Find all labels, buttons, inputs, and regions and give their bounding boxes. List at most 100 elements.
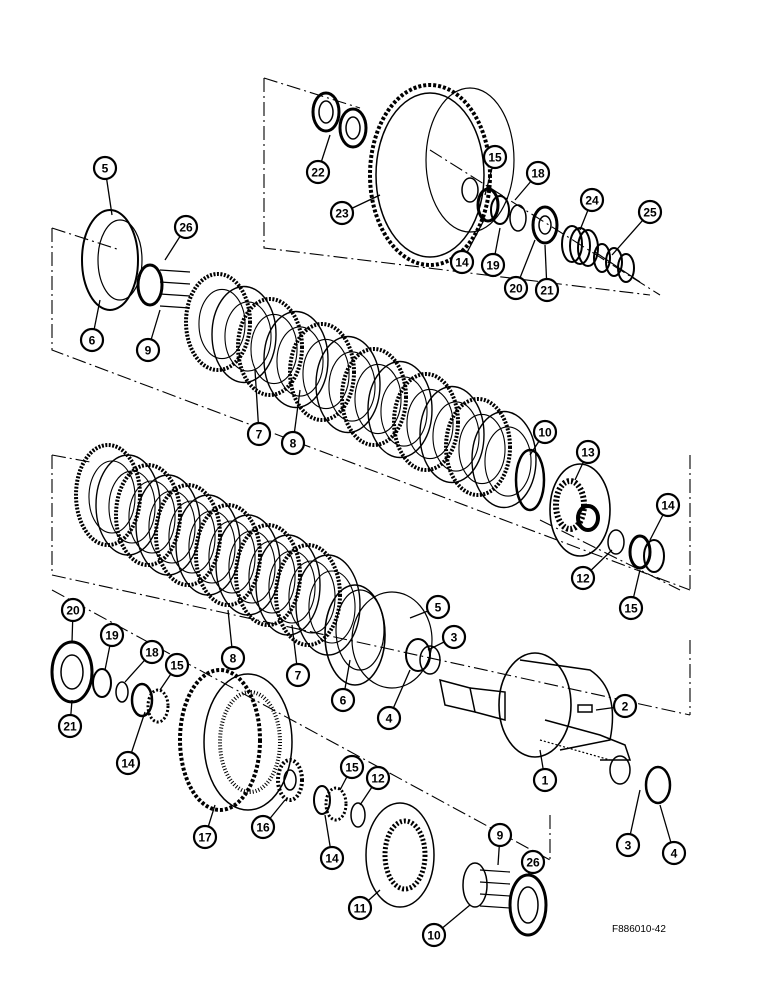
callout-15: 15 — [482, 144, 508, 170]
callout-circle — [525, 160, 551, 186]
callout-circle — [339, 754, 365, 780]
callout-circle — [285, 662, 311, 688]
callout-circle — [60, 597, 86, 623]
clutch-disc-inner — [380, 376, 428, 447]
callout-number: 18 — [145, 646, 159, 660]
callout-number: 14 — [121, 757, 135, 771]
callout-circle — [655, 492, 681, 518]
callout-circle — [305, 159, 331, 185]
callout-circle — [376, 705, 402, 731]
clutch-disc — [236, 297, 304, 397]
clutch-disc-inner — [354, 363, 402, 435]
callout-circle — [115, 750, 141, 776]
clutch-disc-inner — [148, 490, 196, 564]
callout-circle — [661, 840, 687, 866]
callout-number: 2 — [622, 700, 629, 714]
callout-circle — [532, 767, 558, 793]
callout-circle — [330, 687, 356, 713]
callout-14: 14 — [449, 249, 475, 275]
clutch-disc-inner — [268, 550, 316, 624]
callout-number: 7 — [256, 428, 263, 442]
callout-18: 18 — [139, 639, 165, 665]
callout-number: 15 — [170, 659, 184, 673]
callout-number: 9 — [497, 829, 504, 843]
callout-circle — [79, 327, 105, 353]
callout-circle — [637, 199, 663, 225]
callout-circle — [487, 822, 513, 848]
callout-number: 3 — [451, 631, 458, 645]
callout-circle — [575, 439, 601, 465]
seal-ring-stack — [561, 225, 641, 283]
callout-number: 13 — [581, 446, 595, 460]
callout-12: 12 — [570, 565, 596, 591]
callout-circle — [57, 713, 83, 739]
callout-14: 14 — [319, 845, 345, 871]
callout-23: 23 — [329, 200, 355, 226]
bearing-ring-stack-top — [476, 187, 559, 245]
callout-number: 26 — [179, 221, 193, 235]
clutch-disc — [154, 483, 222, 587]
callout-number: 25 — [643, 206, 657, 220]
clutch-disc — [392, 372, 460, 472]
callout-24: 24 — [579, 187, 605, 213]
callout-number: 18 — [531, 167, 545, 181]
callout-circle — [570, 565, 596, 591]
callout-number: 12 — [371, 772, 385, 786]
clutch-disc-inner — [276, 326, 324, 397]
callout-number: 15 — [624, 602, 638, 616]
callout-3: 3 — [441, 624, 467, 650]
callout-number: 14 — [325, 852, 339, 866]
callout-circle — [441, 624, 467, 650]
callout-number: 6 — [89, 334, 96, 348]
callout-17: 17 — [192, 824, 218, 850]
callout-number: 24 — [585, 194, 599, 208]
callout-circle — [99, 622, 125, 648]
callout-circle — [520, 849, 546, 875]
callout-number: 7 — [295, 669, 302, 683]
callout-circle — [482, 144, 508, 170]
clutch-disc — [184, 272, 252, 372]
callout-18: 18 — [525, 160, 551, 186]
sun-gear-spring-assembly — [365, 802, 548, 937]
callout-number: 14 — [661, 499, 675, 513]
callout-12: 12 — [365, 765, 391, 791]
clutch-disc — [367, 360, 433, 459]
callout-9: 9 — [135, 337, 161, 363]
clutch-disc — [419, 385, 485, 484]
callout-6: 6 — [330, 687, 356, 713]
callout-9: 9 — [487, 822, 513, 848]
callout-19: 19 — [99, 622, 125, 648]
callout-number: 6 — [340, 694, 347, 708]
callout-7: 7 — [246, 421, 272, 447]
clutch-disc-inner — [406, 388, 454, 460]
clutch-disc-inner — [188, 510, 236, 584]
callout-number: 5 — [435, 601, 442, 615]
callout-number: 17 — [198, 831, 212, 845]
clutch-disc-inner — [250, 313, 298, 385]
callout-number: 9 — [145, 344, 152, 358]
callout-16: 16 — [250, 814, 276, 840]
callout-number: 15 — [488, 151, 502, 165]
callout-10: 10 — [532, 419, 558, 445]
clutch-disc — [444, 397, 512, 497]
callout-circle — [449, 249, 475, 275]
clutch-disc — [211, 285, 277, 384]
clutch-disc-inner — [198, 288, 246, 360]
callout-circle — [220, 645, 246, 671]
callout-number: 20 — [66, 604, 80, 618]
clutch-disc — [263, 310, 329, 409]
callout-8: 8 — [280, 430, 306, 456]
callout-15: 15 — [339, 754, 365, 780]
callout-1: 1 — [532, 767, 558, 793]
clutch-pack-upper — [184, 272, 537, 509]
callout-4: 4 — [376, 705, 402, 731]
clutch-disc — [194, 503, 262, 607]
callout-3: 3 — [615, 832, 641, 858]
clutch-disc — [114, 463, 182, 567]
clutch-disc — [315, 335, 381, 434]
callout-circle — [579, 187, 605, 213]
callout-13: 13 — [575, 439, 601, 465]
callout-circle — [425, 594, 451, 620]
callout-15: 15 — [618, 595, 644, 621]
callout-number: 15 — [345, 761, 359, 775]
